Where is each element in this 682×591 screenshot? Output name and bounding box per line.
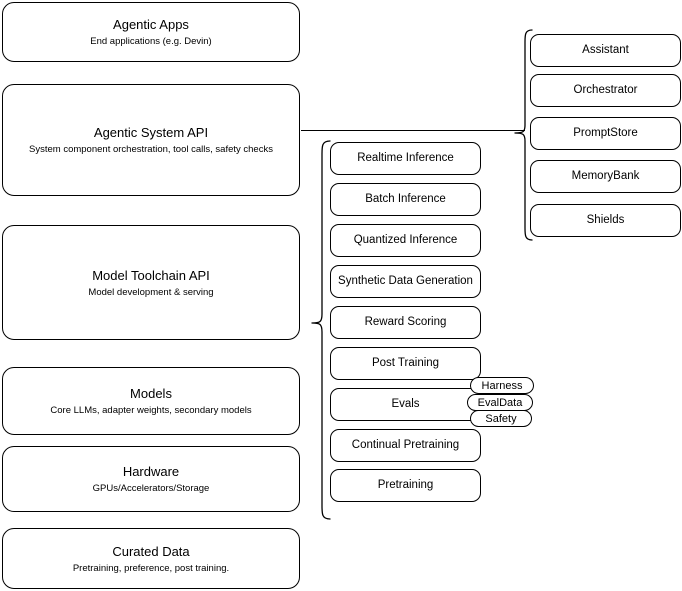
layer-title: Model Toolchain API bbox=[92, 267, 210, 283]
component-orchestrator[interactable]: Orchestrator bbox=[530, 74, 681, 107]
component-label: MemoryBank bbox=[571, 170, 640, 182]
capability-continual-pretraining[interactable]: Continual Pretraining bbox=[330, 429, 481, 462]
capability-synthetic-data-generation[interactable]: Synthetic Data Generation bbox=[330, 265, 481, 298]
layer-title: Models bbox=[130, 386, 172, 401]
capability-label: Pretraining bbox=[377, 479, 434, 491]
component-shields[interactable]: Shields bbox=[530, 204, 681, 237]
capability-label: Evals bbox=[391, 398, 420, 410]
evals-tag-harness[interactable]: Harness bbox=[470, 377, 534, 394]
capability-quantized-inference[interactable]: Quantized Inference bbox=[330, 224, 481, 257]
evals-tag-label: Safety bbox=[485, 412, 517, 425]
capability-label: Reward Scoring bbox=[364, 316, 447, 328]
capability-evals[interactable]: Evals bbox=[330, 388, 481, 421]
layer-title: Hardware bbox=[122, 464, 180, 479]
capability-batch-inference[interactable]: Batch Inference bbox=[330, 183, 481, 216]
evals-tag-label: EvalData bbox=[477, 396, 523, 409]
component-memorybank[interactable]: MemoryBank bbox=[530, 160, 681, 193]
layer-subtitle: GPUs/Accelerators/Storage bbox=[92, 483, 210, 494]
component-label: Shields bbox=[586, 214, 625, 226]
capability-reward-scoring[interactable]: Reward Scoring bbox=[330, 306, 481, 339]
component-promptstore[interactable]: PromptStore bbox=[530, 117, 681, 150]
layer-title: Curated Data bbox=[112, 543, 190, 559]
brace-model-toolchain bbox=[310, 140, 332, 520]
layer-subtitle: End applications (e.g. Devin) bbox=[90, 36, 212, 47]
capability-label: Realtime Inference bbox=[357, 152, 454, 164]
capability-label: Quantized Inference bbox=[353, 234, 458, 246]
layer-agentic-system-api[interactable]: Agentic System API System component orch… bbox=[2, 84, 300, 196]
layer-model-toolchain-api[interactable]: Model Toolchain API Model development & … bbox=[2, 225, 300, 340]
layer-curated-data[interactable]: Curated Data Pretraining, preference, po… bbox=[2, 528, 300, 589]
evals-tag-safety[interactable]: Safety bbox=[470, 410, 532, 427]
capability-label: Synthetic Data Generation bbox=[338, 275, 473, 287]
component-label: Orchestrator bbox=[573, 84, 638, 96]
connector-agentic-system-to-components bbox=[301, 130, 525, 131]
layer-title: Agentic System API bbox=[93, 125, 209, 140]
layer-models[interactable]: Models Core LLMs, adapter weights, secon… bbox=[2, 367, 300, 435]
capability-post-training[interactable]: Post Training bbox=[330, 347, 481, 380]
component-label: PromptStore bbox=[573, 127, 638, 139]
layer-subtitle: System component orchestration, tool cal… bbox=[29, 144, 273, 155]
layer-subtitle: Model development & serving bbox=[88, 286, 214, 298]
capability-label: Continual Pretraining bbox=[351, 439, 460, 451]
component-assistant[interactable]: Assistant bbox=[530, 34, 681, 67]
evals-tag-label: Harness bbox=[481, 379, 523, 392]
component-label: Assistant bbox=[582, 44, 629, 56]
capability-pretraining[interactable]: Pretraining bbox=[330, 469, 481, 502]
capability-realtime-inference[interactable]: Realtime Inference bbox=[330, 142, 481, 175]
layer-agentic-apps[interactable]: Agentic Apps End applications (e.g. Devi… bbox=[2, 2, 300, 62]
layer-subtitle: Core LLMs, adapter weights, secondary mo… bbox=[50, 405, 252, 416]
capability-label: Post Training bbox=[371, 357, 440, 369]
layer-title: Agentic Apps bbox=[113, 17, 189, 32]
layer-subtitle: Pretraining, preference, post training. bbox=[72, 562, 230, 574]
capability-label: Batch Inference bbox=[365, 193, 446, 205]
layer-hardware[interactable]: Hardware GPUs/Accelerators/Storage bbox=[2, 446, 300, 512]
evals-tag-evaldata[interactable]: EvalData bbox=[467, 394, 533, 411]
